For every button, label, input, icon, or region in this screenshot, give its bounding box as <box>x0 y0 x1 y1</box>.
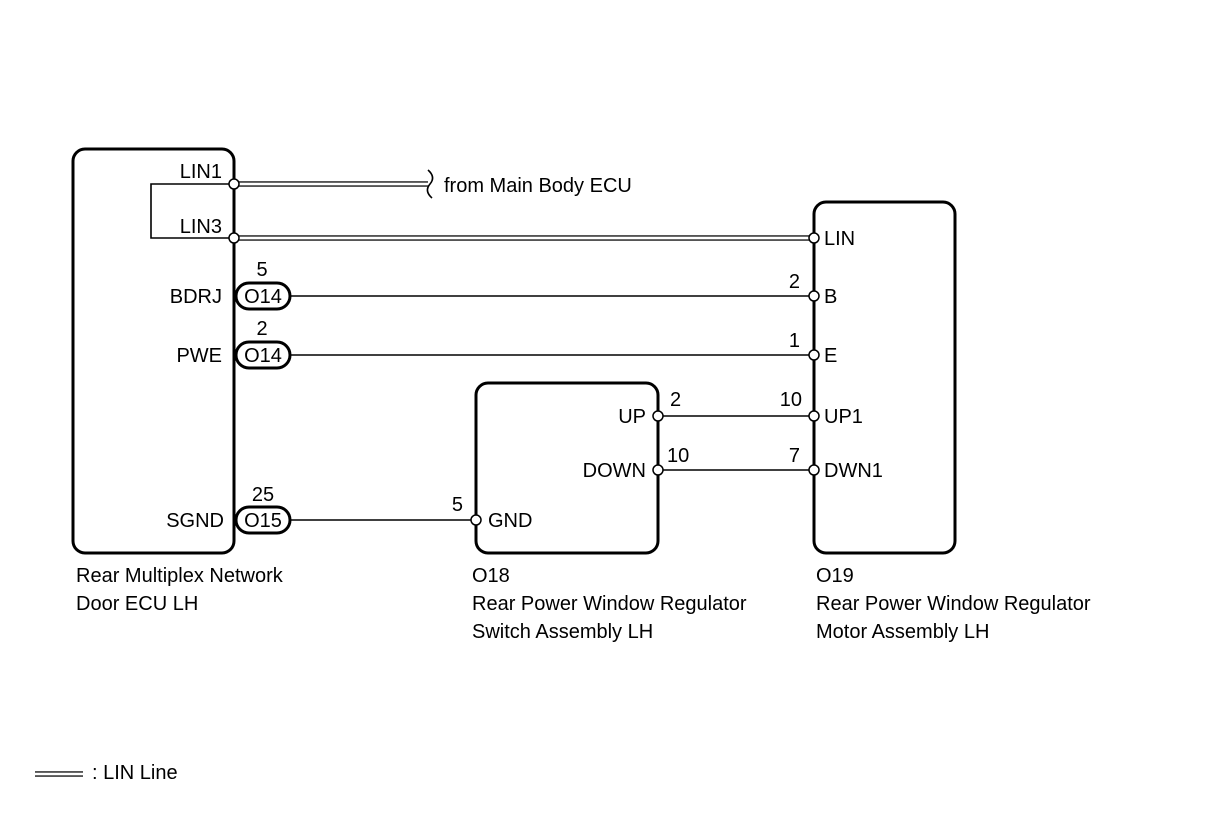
pin-number-motor-up1: 10 <box>780 389 802 411</box>
pin-number-switch-gnd: 5 <box>452 494 463 516</box>
ecu-internal-lin-link <box>150 183 234 239</box>
switch-name-line2: Switch Assembly LH <box>472 621 653 643</box>
pin-lin <box>808 232 820 244</box>
pin-lin3 <box>228 232 240 244</box>
pin-e <box>808 349 820 361</box>
connector-o15-sgnd <box>234 505 292 535</box>
pin-up1 <box>808 410 820 422</box>
connector-code-o15-sgnd: O15 <box>244 510 282 532</box>
label-lin: LIN <box>824 228 855 250</box>
motor-name-line2: Motor Assembly LH <box>816 621 989 643</box>
connector-code-o14-pwe: O14 <box>244 345 282 367</box>
label-e: E <box>824 345 837 367</box>
label-from-main-body-ecu: from Main Body ECU <box>444 175 632 197</box>
label-b: B <box>824 286 837 308</box>
legend: : LIN Line <box>35 762 178 784</box>
pin-number-sgnd: 25 <box>252 484 274 506</box>
label-lin1: LIN1 <box>180 161 222 183</box>
pin-up <box>652 410 664 422</box>
label-up1: UP1 <box>824 406 863 428</box>
label-bdrj: BDRJ <box>170 286 222 308</box>
pin-number-switch-up: 2 <box>670 389 681 411</box>
connector-o14-pwe <box>234 340 292 370</box>
label-gnd: GND <box>488 510 532 532</box>
motor-code: O19 <box>816 565 854 587</box>
ecu-box <box>71 147 236 555</box>
pin-number-motor-dwn1: 7 <box>789 445 800 467</box>
label-lin3: LIN3 <box>180 216 222 238</box>
connector-o14-bdrj <box>234 281 292 311</box>
label-down: DOWN <box>583 460 646 482</box>
pin-number-motor-e: 1 <box>789 330 800 352</box>
legend-text: : LIN Line <box>92 762 178 784</box>
connector-code-o14-bdrj: O14 <box>244 286 282 308</box>
lin1-line <box>234 169 434 199</box>
pin-down <box>652 464 664 476</box>
label-up: UP <box>618 406 646 428</box>
pin-b <box>808 290 820 302</box>
pin-dwn1 <box>808 464 820 476</box>
wire-break-symbol <box>426 169 434 199</box>
pin-number-pwe: 2 <box>256 318 267 340</box>
label-pwe: PWE <box>176 345 222 367</box>
pin-number-motor-b: 2 <box>789 271 800 293</box>
switch-code: O18 <box>472 565 510 587</box>
pin-gnd <box>470 514 482 526</box>
label-dwn1: DWN1 <box>824 460 883 482</box>
pin-lin1 <box>228 178 240 190</box>
label-sgnd: SGND <box>166 510 224 532</box>
ecu-name-line2: Door ECU LH <box>76 593 198 615</box>
pin-number-switch-down: 10 <box>667 445 689 467</box>
motor-assembly-box <box>812 200 957 555</box>
switch-name-line1: Rear Power Window Regulator <box>472 593 747 615</box>
ecu-name-line1: Rear Multiplex Network <box>76 565 284 587</box>
pin-number-bdrj: 5 <box>256 259 267 281</box>
motor-name-line1: Rear Power Window Regulator <box>816 593 1091 615</box>
